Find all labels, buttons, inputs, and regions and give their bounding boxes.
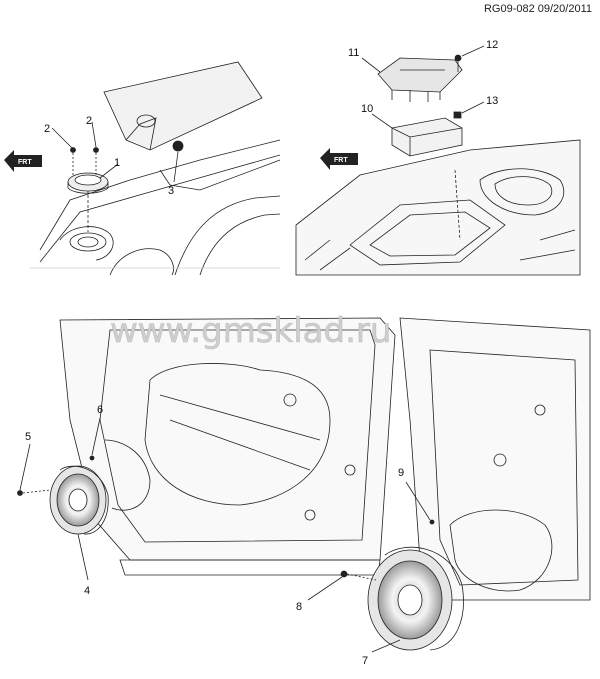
floor-recess-inner <box>369 211 491 257</box>
leader-2a <box>51 127 73 149</box>
tweeter-mount-inner <box>77 236 99 248</box>
amp-bracket <box>377 57 463 93</box>
door-opening-2 <box>199 213 281 276</box>
front-speaker-opening <box>104 439 151 511</box>
leader-12 <box>461 45 485 57</box>
door-cutout <box>144 363 331 506</box>
door-hole <box>493 453 507 467</box>
callout-5: 5 <box>25 431 31 443</box>
front-door <box>59 317 396 561</box>
bottom-panel <box>17 317 591 653</box>
leader-4 <box>77 533 89 581</box>
window-regulator <box>159 394 321 471</box>
a-pillar-trim <box>103 61 263 151</box>
callout-9: 9 <box>398 467 404 479</box>
callout-6: 6 <box>97 404 103 416</box>
leader-7 <box>371 639 401 653</box>
forward-arrow-label: FRT <box>18 159 32 166</box>
callout-12: 12 <box>486 39 498 51</box>
body-pressing <box>109 248 174 276</box>
door-hole <box>534 404 546 416</box>
leader-6 <box>91 417 101 456</box>
floor-pan <box>295 139 581 276</box>
screw-leader <box>346 573 377 581</box>
rear-speaker-dust-cap <box>397 584 423 616</box>
callout-3: 3 <box>168 185 174 197</box>
door-hole <box>344 464 356 476</box>
door-opening <box>174 195 281 276</box>
dash-edge <box>39 139 281 251</box>
door-inner-panel <box>99 329 376 543</box>
amplifier <box>391 117 463 157</box>
speaker-clip <box>429 519 435 525</box>
trim-edge <box>125 117 157 151</box>
grommet <box>172 140 184 152</box>
top-left-panel <box>30 61 281 276</box>
speaker-clip <box>89 455 95 461</box>
callout-4: 4 <box>84 585 90 597</box>
callout-7: 7 <box>362 655 368 667</box>
bolt <box>454 54 462 62</box>
callout-2a: 2 <box>44 123 50 135</box>
screw <box>70 147 76 153</box>
watermark-text: www.gmsklad.ru <box>110 311 391 351</box>
door-hole <box>283 393 297 407</box>
rear-speaker-basket <box>384 546 464 651</box>
amp-leader <box>454 169 461 241</box>
speaker-screw <box>17 490 23 496</box>
door-hole <box>304 509 316 521</box>
leader-2b <box>91 121 97 148</box>
floor-ribs <box>304 229 576 271</box>
callout-13: 13 <box>486 95 498 107</box>
forward-arrow-label: FRT <box>334 157 348 164</box>
dash-edge-2 <box>39 154 281 263</box>
amplifier-edges <box>391 127 463 156</box>
tweeter-cone <box>74 174 102 186</box>
forward-arrow-left: FRT <box>4 150 42 172</box>
screw-leader <box>22 489 51 494</box>
leader-3 <box>173 151 179 183</box>
leader-9 <box>405 481 431 521</box>
top-right-panel <box>295 45 581 276</box>
rear-speaker-opening <box>449 509 553 592</box>
forward-arrow-right: FRT <box>320 148 358 170</box>
callout-1: 1 <box>114 157 120 169</box>
body-pressing-2 <box>59 226 114 261</box>
dash-edge-3 <box>159 159 281 191</box>
nut <box>453 111 462 119</box>
leader-10 <box>371 113 393 129</box>
callout-10: 10 <box>361 103 373 115</box>
leader-11 <box>361 57 381 73</box>
front-speaker-dust-cap <box>68 488 88 512</box>
bracket-tabs <box>391 90 441 102</box>
leader-1 <box>99 163 119 179</box>
callout-2b: 2 <box>86 115 92 127</box>
trim-hole <box>136 114 156 128</box>
leader-5 <box>19 443 31 491</box>
callout-11: 11 <box>348 47 359 59</box>
tweeter-mount <box>69 232 107 252</box>
spare-well <box>479 168 565 216</box>
speaker-screw <box>340 570 348 578</box>
spare-well-inner <box>494 176 553 206</box>
floor-recess <box>349 199 506 266</box>
front-speaker-basket <box>59 465 109 535</box>
callout-8: 8 <box>296 601 302 613</box>
leader-13 <box>461 101 485 114</box>
screw <box>93 147 99 153</box>
tweeter-body <box>67 182 109 194</box>
rear-inner-panel <box>429 349 579 586</box>
drawing-id-label: RG09-082 09/20/2011 <box>483 3 592 15</box>
leader-8 <box>307 576 343 601</box>
